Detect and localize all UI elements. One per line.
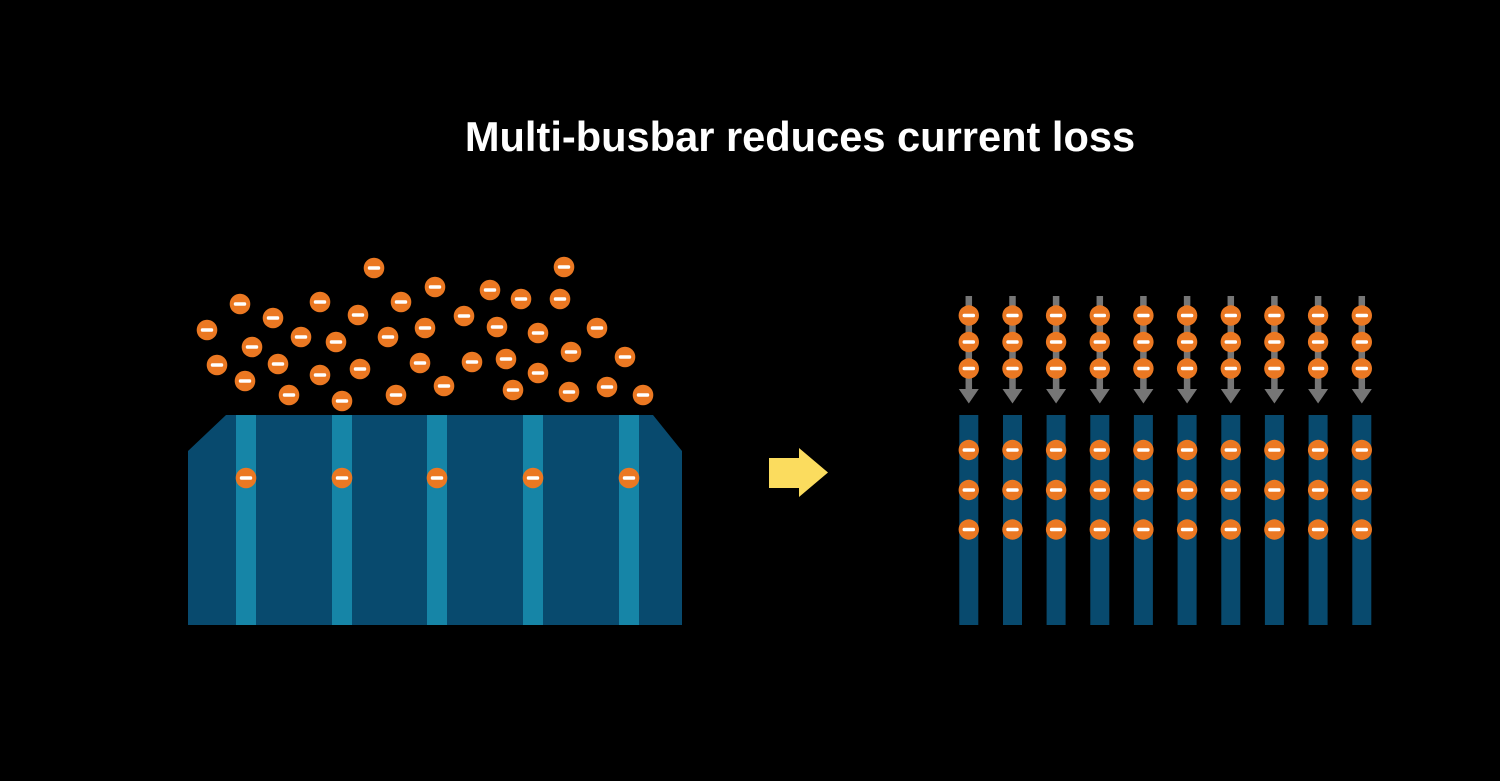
svg-text:Multi-busbar reduces current l: Multi-busbar reduces current loss	[465, 113, 1135, 160]
